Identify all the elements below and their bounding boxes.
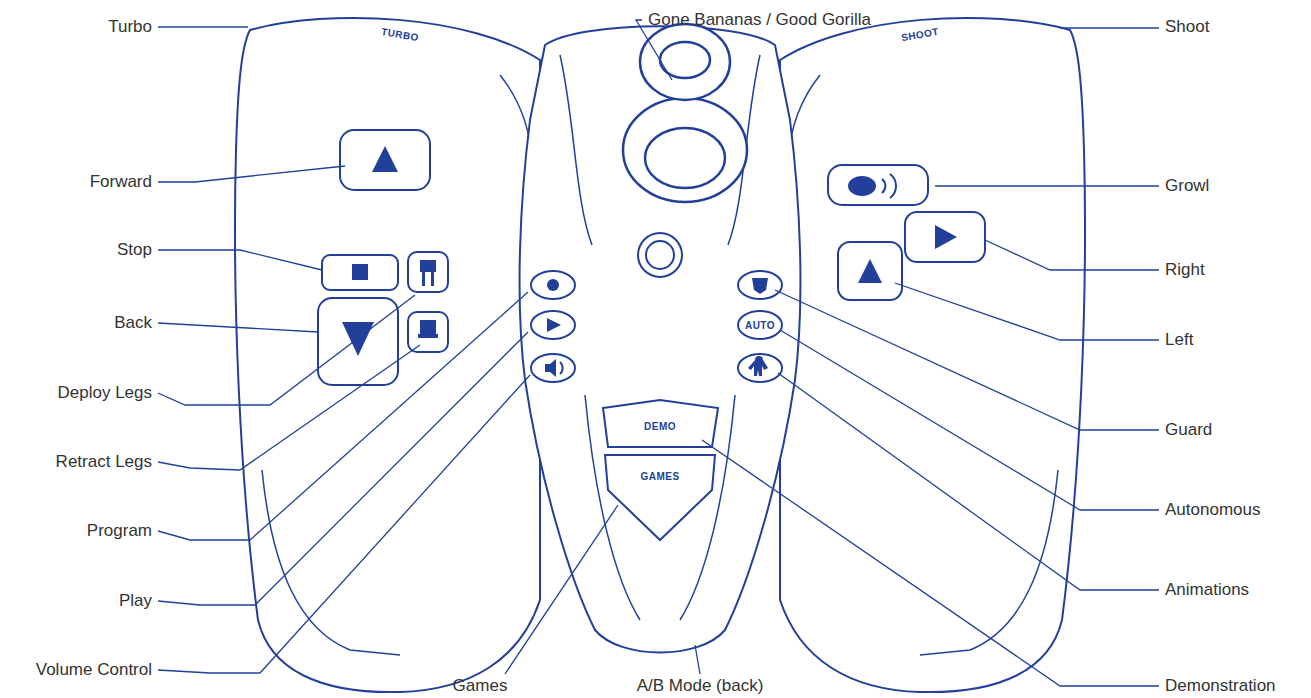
leader-line [702, 440, 1159, 686]
gorilla-eight-button [623, 24, 747, 202]
button-glyph [848, 176, 876, 196]
controller-grip [235, 18, 540, 692]
center-button [531, 271, 575, 299]
part-label: Play [119, 592, 152, 611]
grip-button [322, 255, 398, 290]
joystick [638, 233, 682, 277]
leader-line [158, 345, 420, 470]
button-glyph [748, 356, 768, 376]
grip-button [340, 130, 430, 190]
leader-line [985, 240, 1159, 270]
leader-line [505, 505, 618, 674]
demo-games-buttons [603, 400, 718, 447]
part-label: Right [1165, 261, 1205, 280]
part-label: Guard [1165, 421, 1212, 440]
leader-line [895, 283, 1159, 340]
button-glyph [935, 225, 957, 249]
button-text: GAMES [640, 471, 679, 482]
joystick [638, 233, 682, 277]
button-glyph [752, 278, 768, 294]
leader-line [158, 295, 415, 405]
grip-detail [920, 470, 1058, 655]
part-label: Games [453, 677, 508, 696]
center-button [738, 354, 782, 382]
leader-line [158, 375, 530, 673]
controller-body [520, 26, 801, 652]
part-label: Demonstration [1165, 677, 1276, 696]
button-text: AUTO [745, 320, 775, 331]
leader-line [158, 166, 345, 182]
leader-line [158, 26, 248, 27]
button-glyph [420, 260, 436, 286]
body-ridge [560, 55, 760, 620]
center-button [738, 271, 782, 299]
part-label: Back [114, 314, 152, 333]
grip-button [905, 212, 985, 262]
grip-button [838, 242, 902, 300]
button-glyph [560, 174, 896, 374]
controller-grip [235, 18, 1085, 692]
leader-line [1060, 27, 1159, 28]
leader-line [778, 373, 1159, 590]
joystick [646, 241, 674, 269]
grip-detail [262, 470, 400, 655]
button-text: DEMO [644, 421, 676, 432]
leader-line [780, 330, 1159, 510]
gorilla-eight-button [645, 128, 725, 188]
center-button [531, 271, 782, 382]
body-ridge [560, 55, 592, 245]
part-label: Autonomous [1165, 501, 1260, 520]
grip-button [408, 252, 448, 292]
center-button [531, 311, 575, 339]
part-label: Forward [90, 173, 152, 192]
part-label: Program [87, 522, 152, 541]
button-glyph [858, 259, 882, 283]
part-label: Volume Control [36, 661, 152, 680]
button-glyph [352, 264, 368, 280]
center-button [531, 354, 575, 382]
part-label: Deploy Legs [57, 384, 152, 403]
button-glyph [882, 179, 885, 193]
button-glyph [418, 320, 438, 338]
part-label: Turbo [108, 18, 152, 37]
grip-button [318, 298, 398, 385]
center-button [738, 311, 782, 339]
leader-line [935, 185, 1159, 186]
button-glyph [372, 146, 398, 172]
button-glyph [547, 279, 559, 291]
leader-line [158, 250, 322, 270]
demo-games-buttons [603, 400, 718, 540]
leader-line [158, 20, 1159, 686]
part-label: A/B Mode (back) [637, 677, 764, 696]
button-glyph [560, 362, 563, 374]
button-glyph [547, 318, 561, 332]
leader-line [158, 323, 318, 332]
button-glyph [342, 146, 957, 377]
leader-line [695, 645, 700, 674]
grip-button [828, 165, 928, 205]
leader-line [158, 292, 528, 540]
button-glyph [545, 359, 556, 377]
leader-line [775, 290, 1159, 430]
leader-line [636, 20, 672, 80]
part-label: Retract Legs [56, 453, 152, 472]
part-label: Growl [1165, 177, 1209, 196]
demo-games-buttons [605, 455, 715, 540]
part-label: Stop [117, 241, 152, 260]
button-glyph [890, 174, 896, 198]
grip-button [408, 312, 448, 352]
part-label: Shoot [1165, 18, 1209, 37]
part-label: Left [1165, 331, 1193, 350]
leader-line [158, 332, 528, 605]
part-label: Gone Bananas / Good Gorilla [648, 11, 871, 30]
part-label: Animations [1165, 581, 1249, 600]
gorilla-eight-button [640, 24, 730, 100]
controller-grip [780, 18, 1085, 692]
gorilla-eight-button [623, 98, 747, 202]
